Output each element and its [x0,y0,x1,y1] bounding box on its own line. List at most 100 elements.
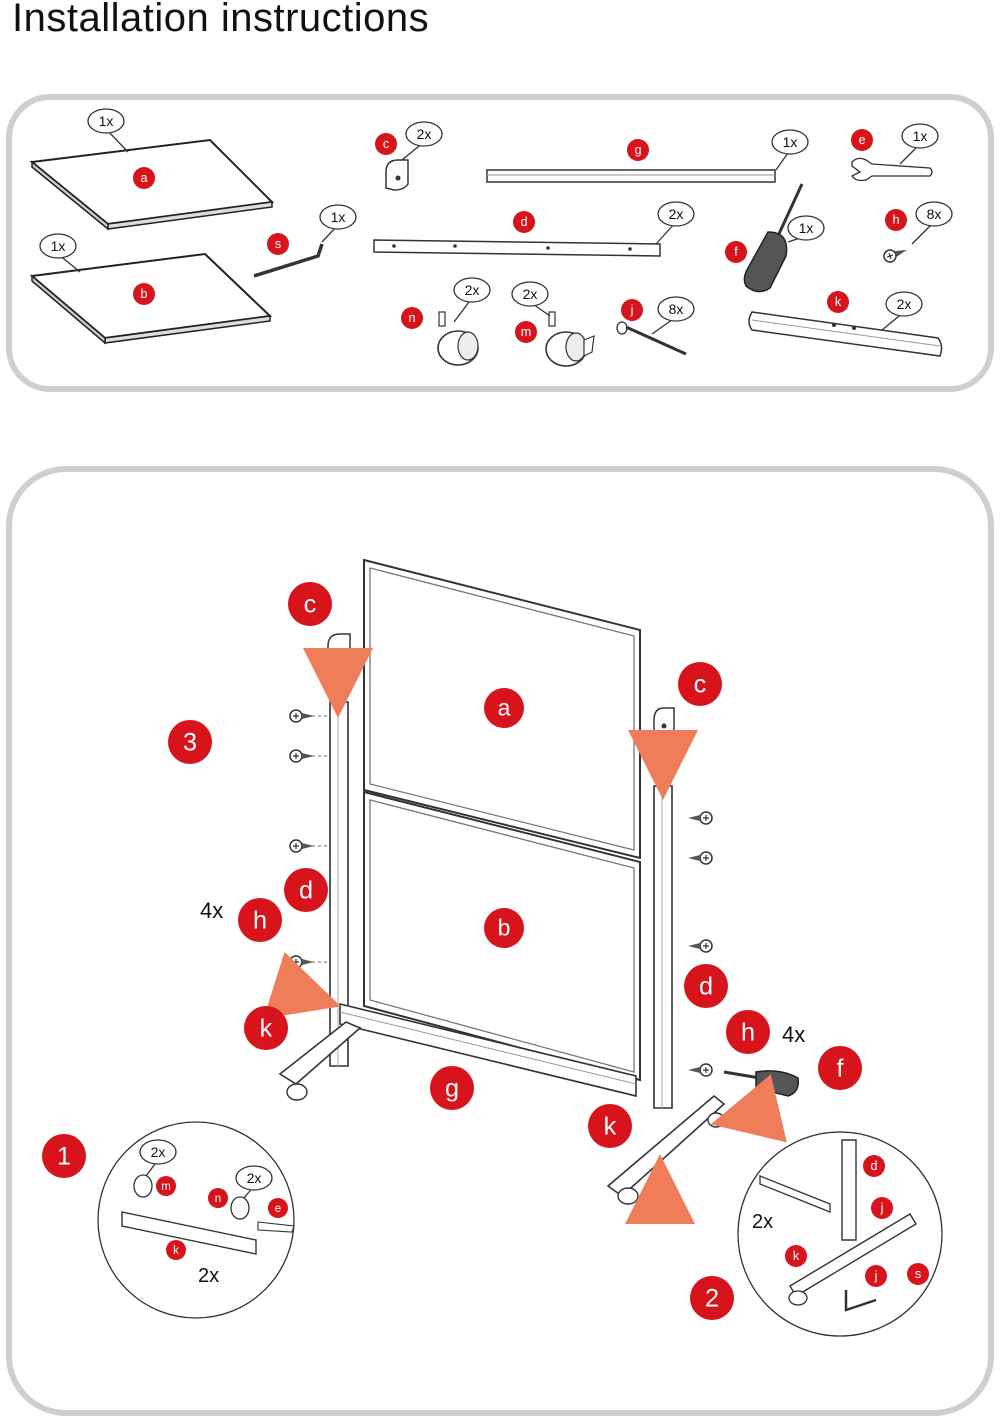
detail1-label-n: n [208,1188,228,1208]
part-label-a: a [133,167,155,189]
svg-text:j: j [880,1201,884,1215]
svg-text:3: 3 [183,728,197,756]
part-label-s: s [267,233,289,255]
svg-text:n: n [408,311,415,325]
part-label-f: f [725,241,747,263]
part-b-board [29,252,273,345]
part-g-rail [486,169,776,183]
svg-text:d: d [299,876,313,904]
step-badge-1: 1 [42,1134,86,1178]
svg-text:e: e [275,1203,281,1215]
svg-text:m: m [161,1181,171,1193]
svg-text:2x: 2x [897,296,912,312]
part-label-c: c [375,133,397,155]
qty-bubble-h: 8x [911,201,953,245]
detail2-label-j-top: j [871,1197,893,1219]
detail2-label-s: s [907,1263,929,1285]
part-j-bolt [616,321,687,356]
part-k-foot [748,311,943,357]
assembly-label-a: a [484,688,524,728]
svg-text:2x: 2x [247,1170,262,1186]
qty-bubble-s: 1x [319,204,357,243]
assembly-right-screws [687,811,713,1077]
svg-text:g: g [634,143,641,157]
svg-text:b: b [498,915,511,941]
svg-text:2x: 2x [465,282,480,298]
part-s-allen-key [253,243,324,278]
assembly-label-h-left: h [238,898,282,942]
svg-text:j: j [630,303,634,317]
svg-text:d: d [870,1159,877,1173]
part-d-upright [373,239,661,257]
assembly-left-foot [278,1021,362,1101]
assembly-left-end-cap [327,633,351,665]
qty-bubble-g: 1x [771,129,809,171]
part-n-caster [437,311,479,366]
step-badge-3: 3 [168,720,212,764]
svg-text:n: n [215,1193,221,1205]
detail1-label-k: k [166,1240,186,1260]
detail2-count: 2x [752,1211,773,1233]
svg-text:m: m [521,325,532,339]
count-left-h: 4x [200,898,223,923]
detail-circle-1 [97,1121,295,1319]
step-badge-2: 2 [690,1276,734,1320]
detail1-label-m: m [156,1176,176,1196]
assembly-label-c-right: c [678,662,722,706]
qty-bubble-n: 2x [453,277,491,323]
part-m-locking-caster [545,311,595,367]
svg-text:g: g [445,1074,459,1102]
qty-bubble-d: 2x [655,201,695,245]
svg-text:e: e [858,133,865,147]
qty-bubble-f: 1x [787,215,825,243]
svg-text:c: c [383,137,389,151]
svg-text:k: k [793,1249,800,1263]
assembly-right-upright [653,785,673,1109]
svg-text:s: s [915,1267,921,1281]
svg-text:1x: 1x [331,209,346,225]
part-label-k: k [827,291,849,313]
svg-text:a: a [140,171,148,185]
part-label-d: d [513,211,535,233]
svg-text:k: k [173,1245,179,1257]
svg-text:2: 2 [705,1284,719,1312]
detail1-label-e: e [268,1198,288,1218]
svg-text:h: h [741,1018,755,1046]
svg-text:1x: 1x [51,238,66,254]
part-label-e: e [851,129,873,151]
part-label-b: b [133,283,155,305]
part-c-end-cap [385,159,409,191]
svg-text:8x: 8x [927,206,942,222]
svg-text:h: h [253,906,267,934]
detail2-label-d: d [863,1155,885,1177]
assembly-label-f: f [818,1046,862,1090]
svg-text:h: h [892,213,899,227]
part-label-g: g [627,139,649,161]
svg-text:k: k [260,1014,273,1042]
qty-bubble-e: 1x [899,123,939,165]
part-label-m: m [515,321,537,343]
part-label-n: n [401,307,423,329]
assembly-screwdriver [723,1070,800,1097]
part-h-screw [881,243,910,265]
detail1-qty-n: 2x [235,1165,273,1199]
assembly-label-k-right: k [588,1104,632,1148]
qty-bubble-k: 2x [881,291,923,331]
count-right-h: 4x [782,1022,805,1047]
detail1-qty-m: 2x [139,1139,177,1177]
detail1-count: 2x [198,1265,219,1287]
svg-text:b: b [140,287,147,301]
svg-text:2x: 2x [151,1144,166,1160]
svg-text:1x: 1x [783,134,798,150]
assembly-label-c-left: c [288,582,332,626]
assembly-label-d-left: d [284,868,328,912]
assembly-arrows [263,648,787,1224]
svg-text:2x: 2x [417,126,432,142]
svg-text:d: d [699,972,713,1000]
svg-text:k: k [835,295,842,309]
svg-text:c: c [694,670,707,698]
svg-text:1x: 1x [799,220,814,236]
svg-text:c: c [304,590,317,618]
part-f-screwdriver [743,183,804,293]
assembly-label-b: b [484,908,524,948]
